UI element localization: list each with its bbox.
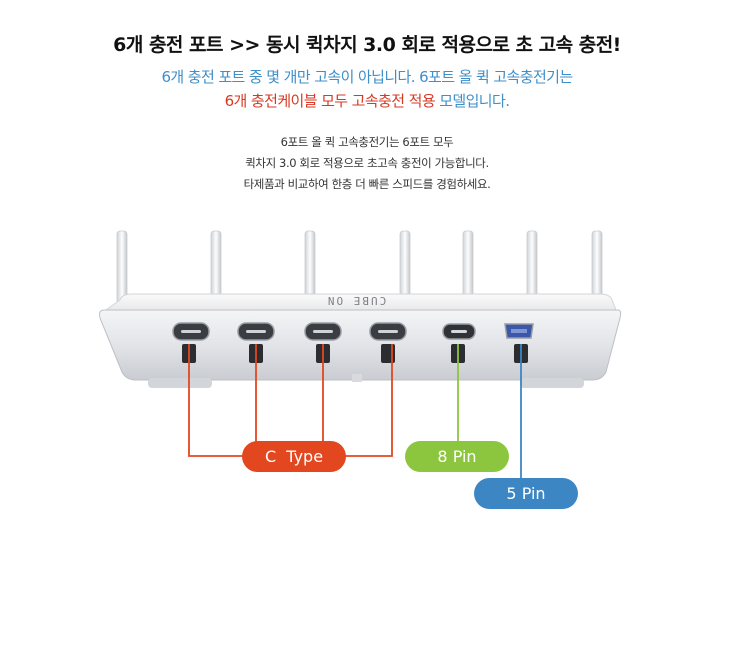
- pin8-label: 8 Pin: [405, 441, 509, 472]
- lightning-port: [442, 323, 476, 340]
- subline-1: 6개 충전 포트 중 몇 개만 고속이 아닙니다. 6포트 올 퀵 고속충전기는: [161, 68, 573, 86]
- c-type-label: C Type: [242, 441, 346, 472]
- charger-foot: [520, 378, 584, 388]
- subline-2-highlight: 6개 충전케이블 모두 고속충전 적용: [224, 92, 436, 110]
- charger-body: [99, 309, 622, 381]
- charger-top: [104, 293, 617, 311]
- subline-2: 6개 충전케이블 모두 고속충전 적용 모델입니다.: [0, 90, 734, 111]
- pin8-label-text: 8 Pin: [437, 447, 476, 466]
- front-clip: [352, 374, 362, 382]
- charger-foot: [148, 378, 212, 388]
- micro-usb-port: [504, 323, 534, 339]
- description-line-3: 타제품과 비교하여 한층 더 빠른 스피드를 경험하세요.: [243, 177, 491, 191]
- headline: 6개 충전 포트 >> 동시 퀵차지 3.0 회로 적용으로 초 고속 충전!: [113, 34, 621, 56]
- usb-c-port: [172, 322, 210, 341]
- usb-c-port: [237, 322, 275, 341]
- description-line-1: 6포트 올 퀵 고속충전기는 6포트 모두: [280, 135, 454, 149]
- c-type-label-text: C Type: [265, 447, 323, 466]
- usb-c-port: [369, 322, 407, 341]
- subline-2-rest: 모델입니다.: [435, 92, 510, 110]
- pin5-label: 5 Pin: [474, 478, 578, 509]
- pin5-label-text: 5 Pin: [506, 484, 545, 503]
- divider-rods: [116, 230, 603, 312]
- brand-logo: CUBE ON: [326, 294, 386, 307]
- description-line-2: 퀵차지 3.0 회로 적용으로 초고속 충전이 가능합니다.: [245, 156, 489, 170]
- usb-c-port: [304, 322, 342, 341]
